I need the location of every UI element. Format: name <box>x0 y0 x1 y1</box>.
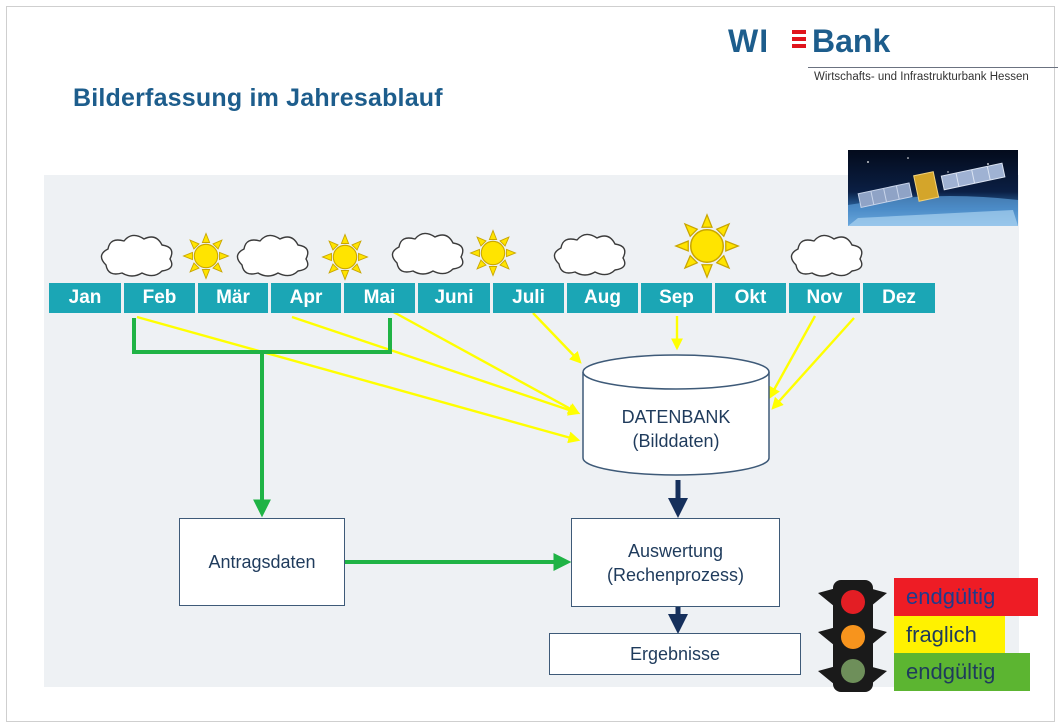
month-okt: Okt <box>715 283 786 313</box>
arrow-nov-a-to-db <box>768 315 817 400</box>
cloud-icon <box>236 234 309 277</box>
evaluation-label: Auswertung <box>627 540 724 561</box>
slide-title: Bilderfassung im Jahresablauf <box>73 84 443 112</box>
month-nov: Nov <box>789 283 860 313</box>
evaluation-box: Auswertung (Rechenprozess) <box>571 518 780 607</box>
satellite-image <box>848 150 1018 226</box>
cloud-icon <box>391 232 464 275</box>
database-label: DATENBANK <box>621 407 731 427</box>
logo-wi-text: WI <box>728 23 770 59</box>
month-maer: Mär <box>198 283 268 313</box>
status-final-green: endgültig <box>894 653 1030 691</box>
traffic-light-yellow-lamp <box>841 625 865 649</box>
application-data-box: Antragsdaten <box>179 518 345 606</box>
month-dez: Dez <box>863 283 935 313</box>
weather-icons <box>100 213 863 281</box>
arrow-apr-to-db <box>291 315 581 416</box>
arrow-nov-b-to-db <box>771 317 855 410</box>
arrow-juli-to-db <box>532 312 582 364</box>
sun-icon <box>469 229 517 277</box>
cloud-icon <box>553 233 626 276</box>
logo-subtitle: Wirtschafts- und Infrastrukturbank Hesse… <box>814 71 1029 83</box>
application-data-connectors <box>132 318 572 571</box>
sun-icon <box>674 213 740 279</box>
month-jan: Jan <box>49 283 121 313</box>
evaluation-sublabel: (Rechenprozess) <box>606 564 745 585</box>
wibank-logo: WI Bank Wirtschafts- und Infrastrukturba… <box>728 23 1058 87</box>
logo-divider <box>808 67 1058 68</box>
status-final-red: endgültig <box>894 578 1038 616</box>
sun-icon <box>321 233 369 281</box>
traffic-light-icon <box>818 580 887 692</box>
status-questionable: fraglich <box>894 616 1005 654</box>
image-acquisition-arrows <box>136 307 855 444</box>
logo-bars-icon <box>792 30 806 55</box>
month-feb: Feb <box>124 283 195 313</box>
month-aug: Aug <box>567 283 638 313</box>
database-node: DATENBANK (Bilddaten) <box>583 405 769 453</box>
database-sublabel: (Bilddaten) <box>632 431 720 451</box>
month-sep: Sep <box>641 283 712 313</box>
month-apr: Apr <box>271 283 341 313</box>
database-cylinder <box>582 354 770 476</box>
month-mai: Mai <box>344 283 415 313</box>
month-bracket <box>132 318 392 354</box>
application-data-label: Antragsdaten <box>208 552 316 572</box>
month-juni: Juni <box>418 283 490 313</box>
month-juli: Juli <box>493 283 564 313</box>
cloud-icon <box>790 234 863 277</box>
logo-bank-text: Bank <box>812 23 891 59</box>
sun-icon <box>182 232 230 280</box>
results-box: Ergebnisse <box>549 633 801 675</box>
traffic-light-red-lamp <box>841 590 865 614</box>
arrow-feb-to-db <box>136 315 581 444</box>
arrow-mai-to-db <box>387 307 581 415</box>
results-label: Ergebnisse <box>629 644 721 664</box>
cloud-icon <box>100 234 173 277</box>
traffic-light-green-lamp <box>841 659 865 683</box>
